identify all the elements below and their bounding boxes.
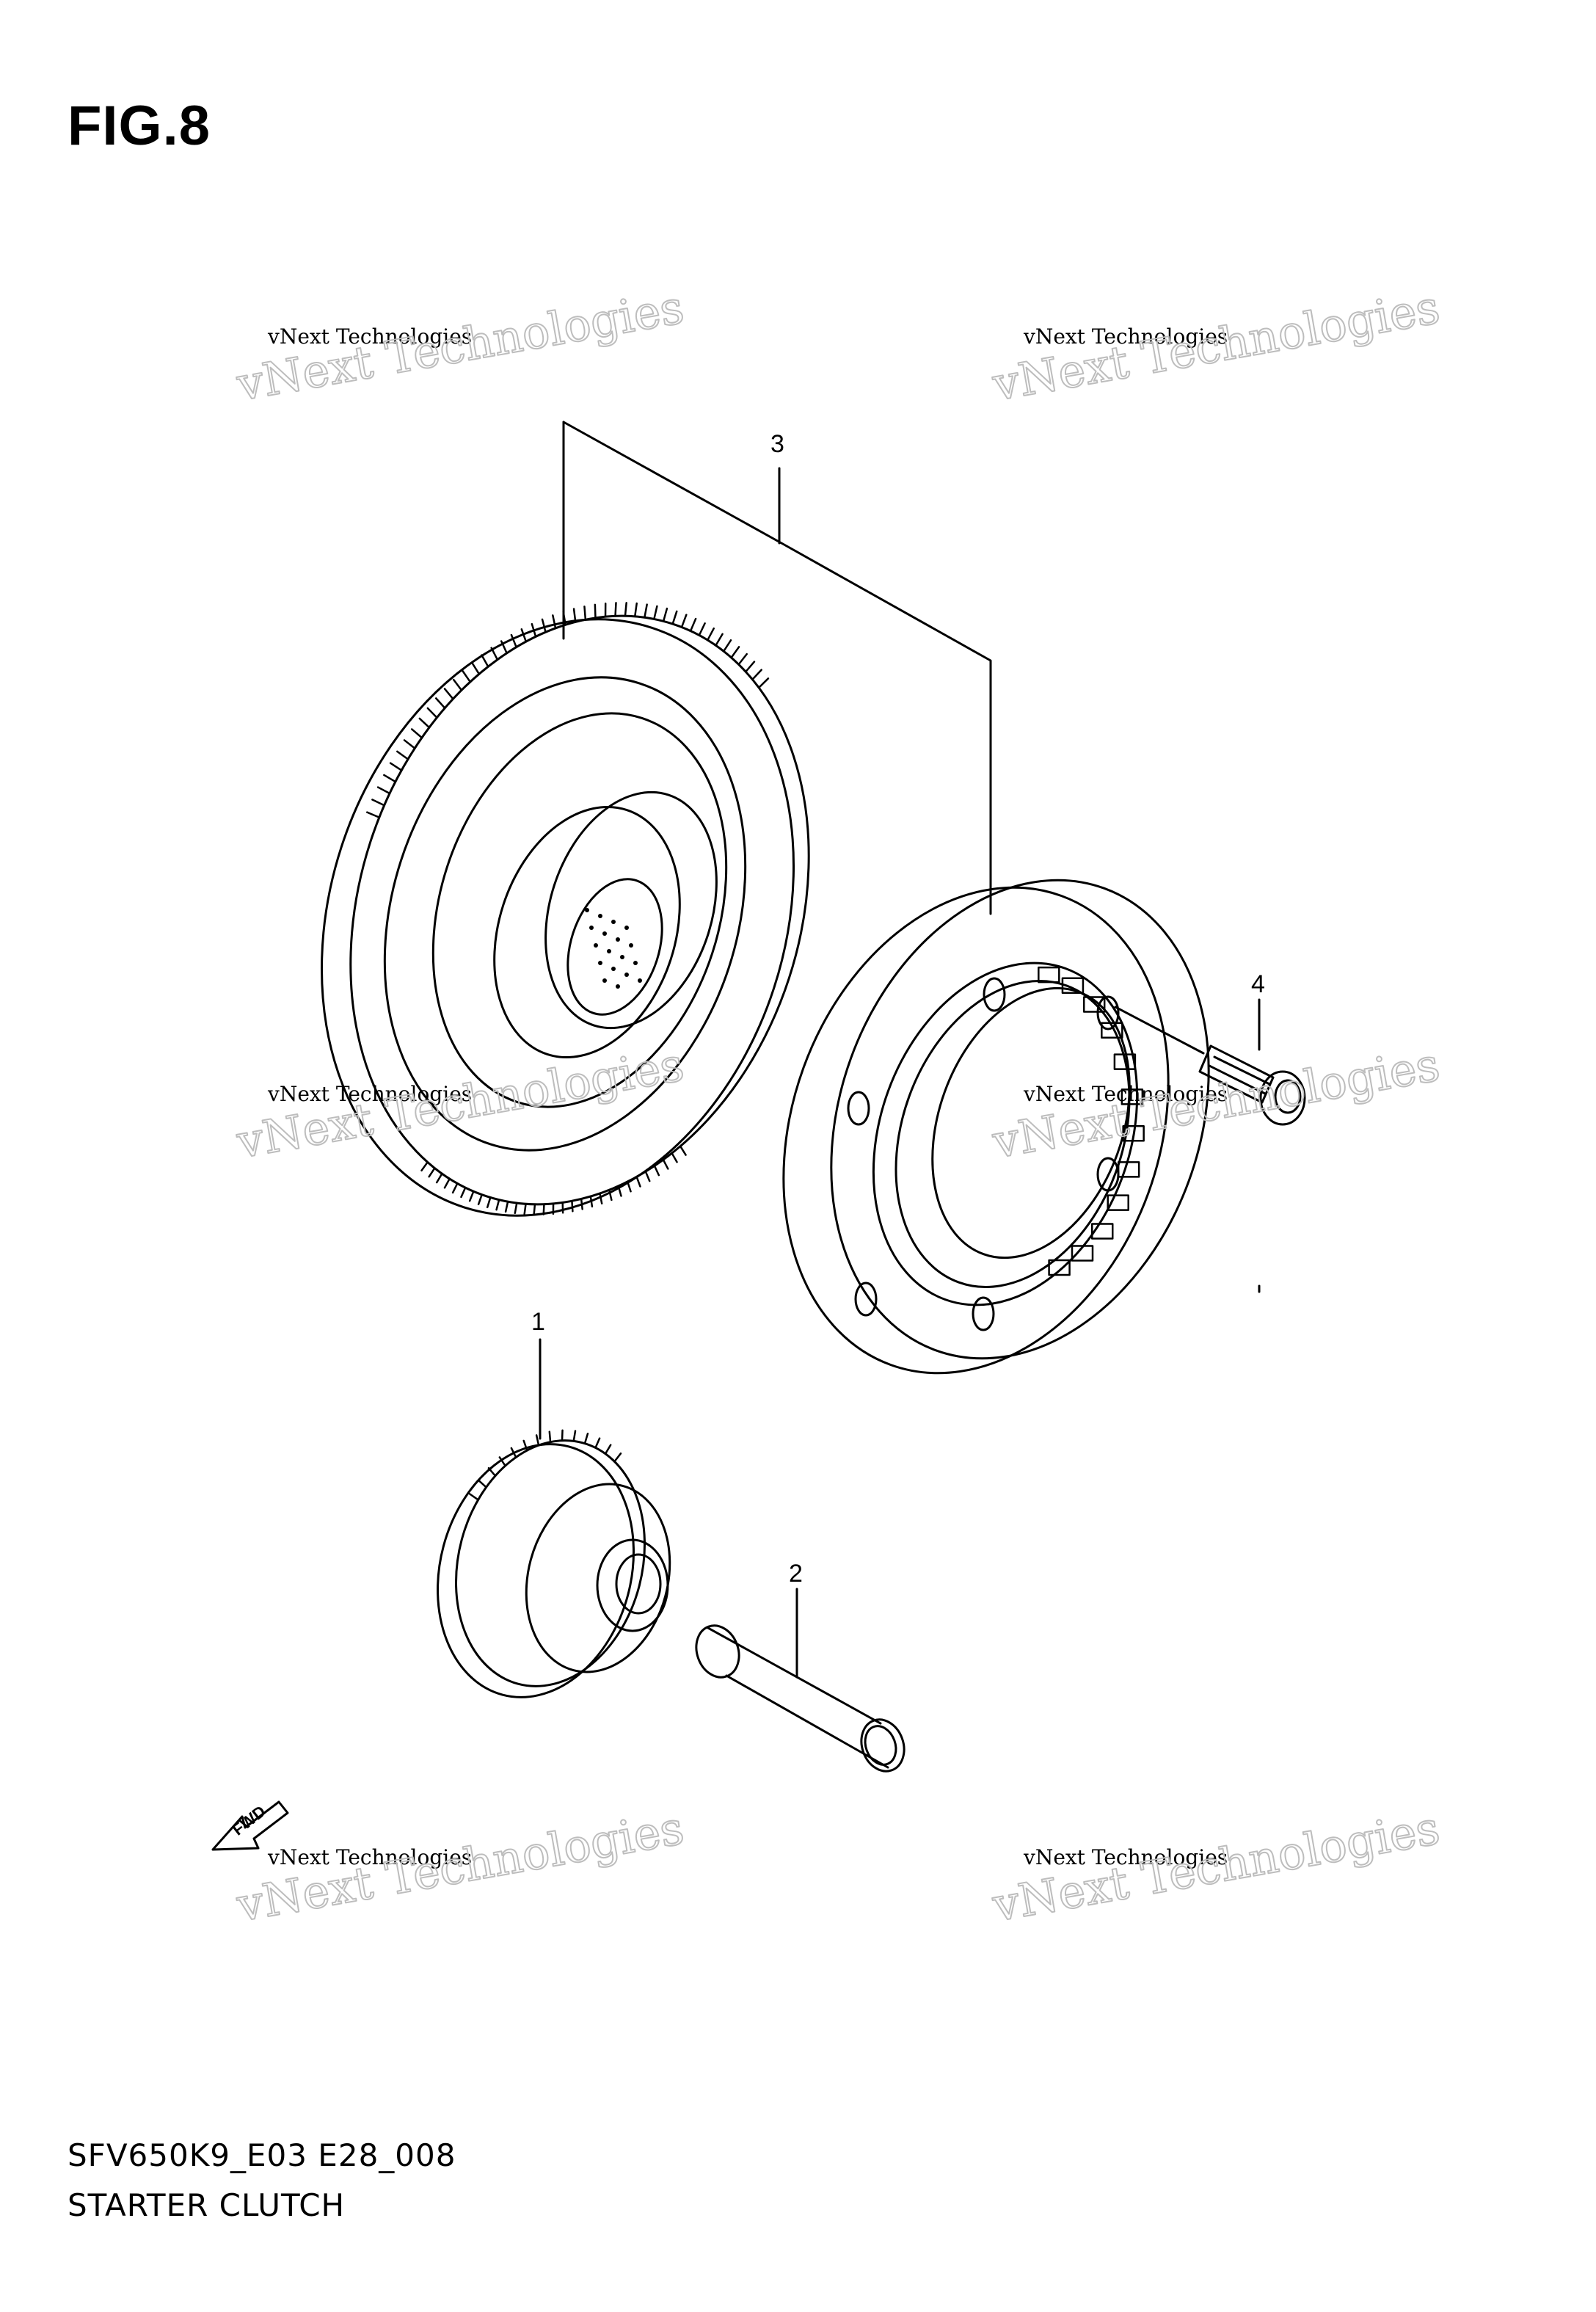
fwd-arrow xyxy=(211,1800,289,1851)
svg-text:vNext Technologies: vNext Technologies xyxy=(1023,1082,1228,1106)
callout-1: 1 xyxy=(531,1308,545,1336)
svg-text:vNext Technologies: vNext Technologies xyxy=(267,1082,472,1106)
svg-text:vNext Technologies: vNext Technologies xyxy=(1023,324,1228,349)
svg-text:vNext Technologies: vNext Technologies xyxy=(1023,1845,1228,1869)
svg-text:vNext Technologies: vNext Technologies xyxy=(267,1845,472,1869)
assembly-name: STARTER CLUTCH xyxy=(68,2187,346,2223)
bolt xyxy=(1114,998,1306,1293)
leader-3 xyxy=(562,421,992,915)
idle-gear xyxy=(437,1338,671,1698)
watermark: vNext Technologies vNext Technologies xyxy=(988,1800,1444,1933)
one-way-clutch xyxy=(782,879,1210,1375)
svg-text:vNext Technologies: vNext Technologies xyxy=(267,324,472,349)
callout-2: 2 xyxy=(789,1560,803,1588)
callout-4: 4 xyxy=(1251,970,1265,998)
figure-title: FIG.8 xyxy=(68,95,211,157)
callout-3: 3 xyxy=(770,430,784,458)
starter-clutch-gear xyxy=(320,602,810,1217)
watermark: vNext Technologies vNext Technologies xyxy=(232,1800,688,1933)
watermark: vNext Technologies vNext Technologies xyxy=(988,280,1444,412)
idler-shaft xyxy=(695,1588,906,1773)
watermark: vNext Technologies vNext Technologies xyxy=(232,280,688,412)
model-code: SFV650K9_E03 E28_008 xyxy=(68,2137,456,2173)
